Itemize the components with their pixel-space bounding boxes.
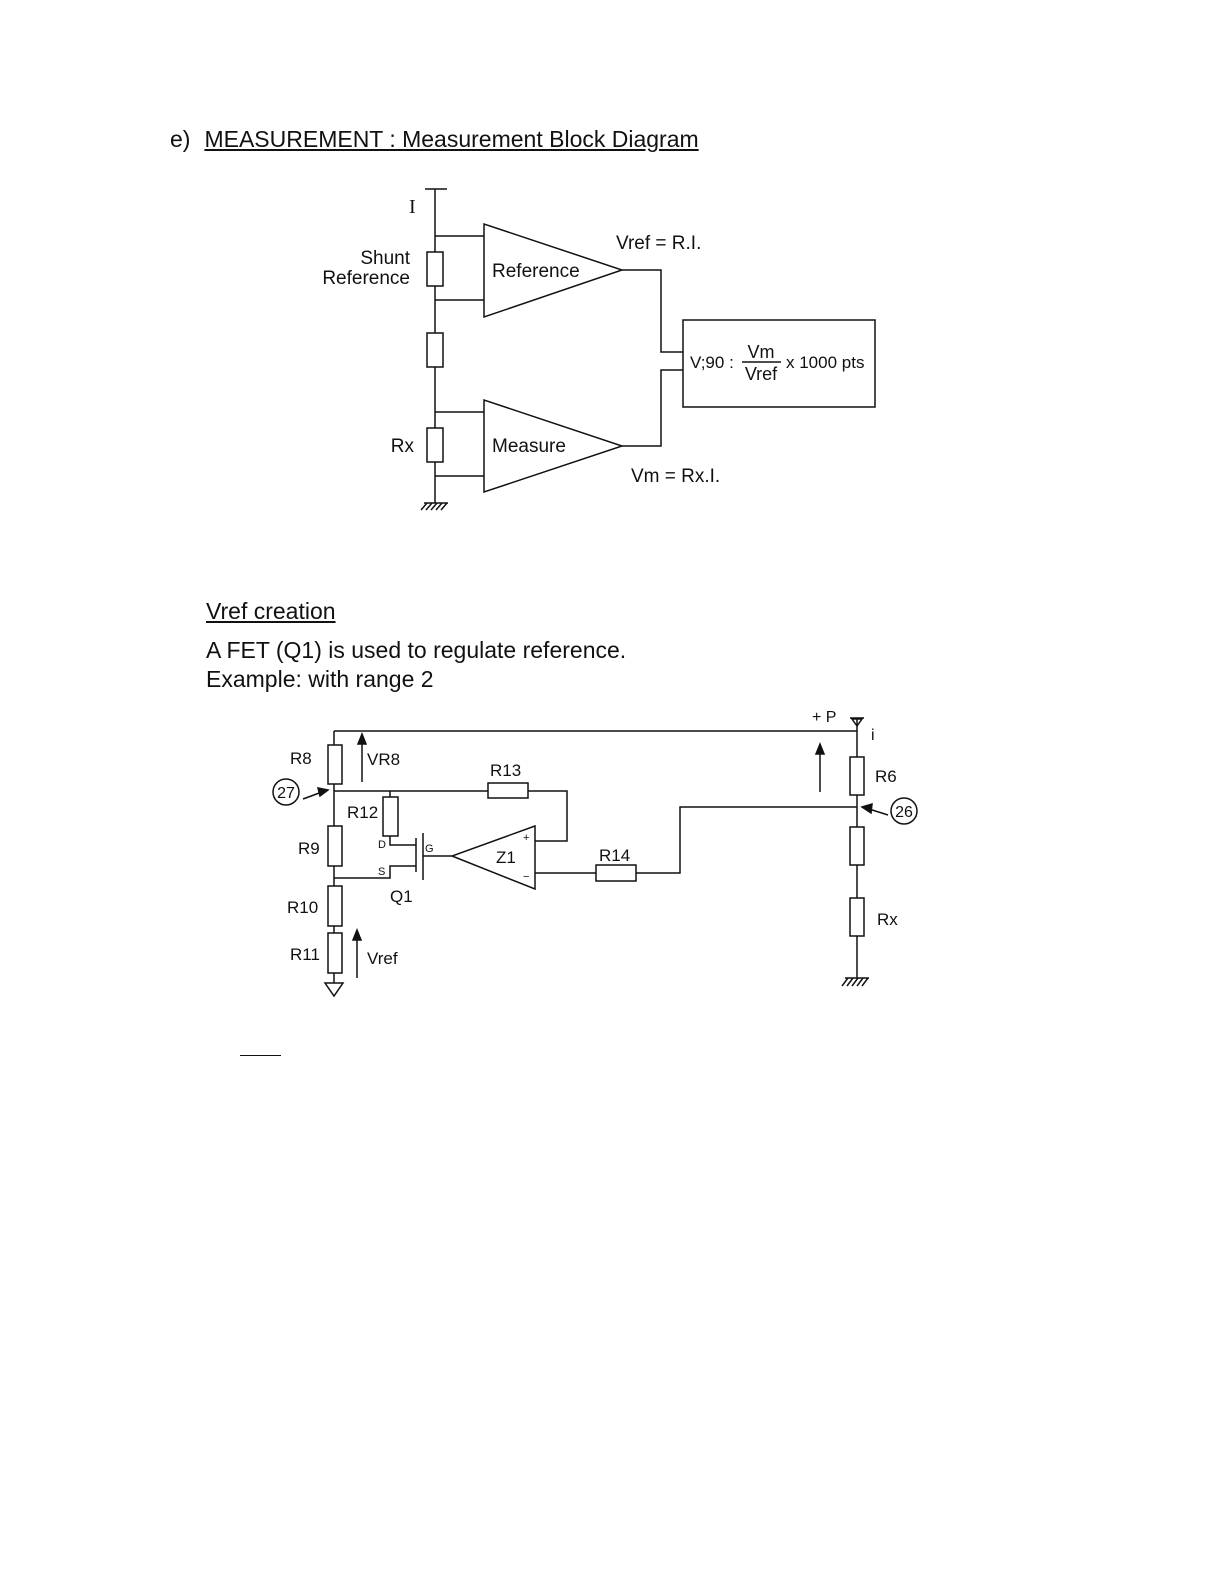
r11-label: R11	[290, 945, 320, 964]
vr8-arrow-head	[358, 734, 366, 744]
node-27-label: 27	[277, 785, 295, 802]
rx-resistor-2	[850, 898, 864, 936]
voltage-arrow-head	[816, 744, 824, 754]
z1-label: Z1	[496, 848, 516, 867]
r13-feedback-wire	[528, 791, 567, 841]
vref-arrow-head	[353, 930, 361, 940]
r10-resistor	[328, 886, 342, 926]
footnote-separator	[240, 1055, 281, 1056]
source-wire	[334, 866, 416, 878]
drain-pin-label: D	[378, 839, 386, 851]
sense-wire	[636, 807, 857, 873]
r12-label: R12	[347, 803, 378, 822]
mid-resistor	[850, 827, 864, 865]
gate-pin-label: G	[425, 843, 434, 855]
r13-resistor	[488, 783, 528, 798]
r8-label: R8	[290, 749, 312, 768]
q1-label: Q1	[390, 887, 413, 906]
r9-label: R9	[298, 839, 320, 858]
opamp-minus-label: −	[523, 871, 529, 883]
r9-resistor	[328, 826, 342, 866]
current-i-label: i	[871, 727, 875, 744]
node-26-pointer-head	[862, 804, 872, 813]
r11-resistor	[328, 933, 342, 973]
ground-triangle-symbol	[325, 983, 343, 996]
supply-label: + P	[812, 709, 836, 726]
rx-label-2: Rx	[877, 910, 898, 929]
r6-label: R6	[875, 767, 897, 786]
node-26-label: 26	[895, 804, 913, 821]
r6-resistor	[850, 757, 864, 795]
opamp-plus-label: +	[523, 832, 529, 844]
r12-resistor	[383, 797, 398, 836]
ground-symbol-2	[842, 978, 869, 986]
drain-wire	[390, 836, 416, 845]
r14-label: R14	[599, 846, 630, 865]
r8-resistor	[328, 745, 342, 784]
source-pin-label: S	[378, 866, 385, 878]
r14-resistor	[596, 865, 636, 881]
vr8-label: VR8	[367, 750, 400, 769]
vref-label: Vref	[367, 949, 398, 968]
r13-label: R13	[490, 761, 521, 780]
node-27-pointer-head	[318, 788, 328, 796]
r10-label: R10	[287, 898, 318, 917]
